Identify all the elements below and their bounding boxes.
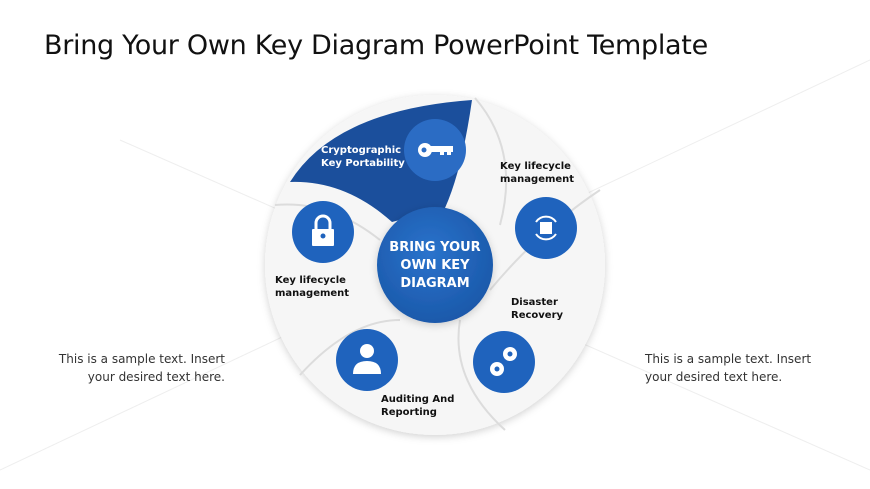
center-circle [377, 207, 493, 323]
refresh-box-icon [535, 215, 557, 241]
gears-icon-circle [473, 331, 535, 393]
user-icon-circle [336, 329, 398, 391]
center-line: OWN KEY [400, 258, 470, 273]
center-line: BRING YOUR [389, 240, 481, 255]
center-title: BRING YOUR OWN KEY DIAGRAM [366, 239, 504, 293]
center-line: DIAGRAM [400, 276, 470, 291]
key-icon [418, 143, 453, 157]
gears-icon [490, 347, 517, 376]
user-icon [353, 344, 381, 374]
page-title: Bring Your Own Key Diagram PowerPoint Te… [44, 30, 708, 61]
lock-icon [312, 214, 334, 246]
